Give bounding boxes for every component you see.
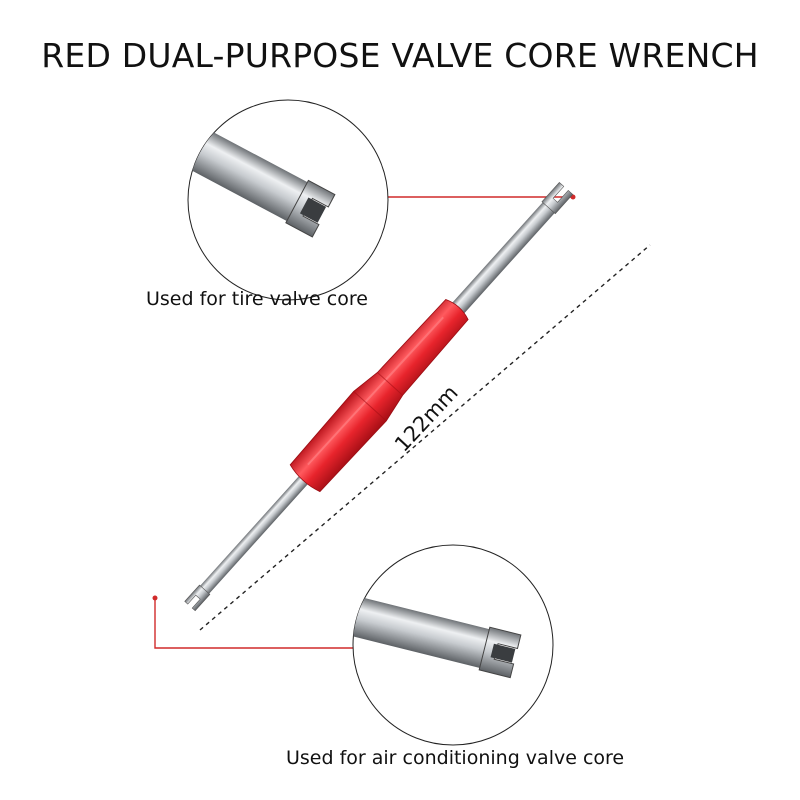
dimension-line xyxy=(199,244,651,631)
zoom-circle-ac-end xyxy=(352,544,554,746)
zoom-circle-tire-end xyxy=(187,99,389,301)
page-title: RED DUAL-PURPOSE VALVE CORE WRENCH xyxy=(41,36,759,75)
caption-ac-valve: Used for air conditioning valve core xyxy=(286,747,625,769)
valve-core-wrench xyxy=(184,181,574,612)
caption-tire-valve: Used for tire valve core xyxy=(146,288,368,310)
callout-dot-bottom xyxy=(152,595,158,601)
callout-line-bottom xyxy=(154,598,355,649)
